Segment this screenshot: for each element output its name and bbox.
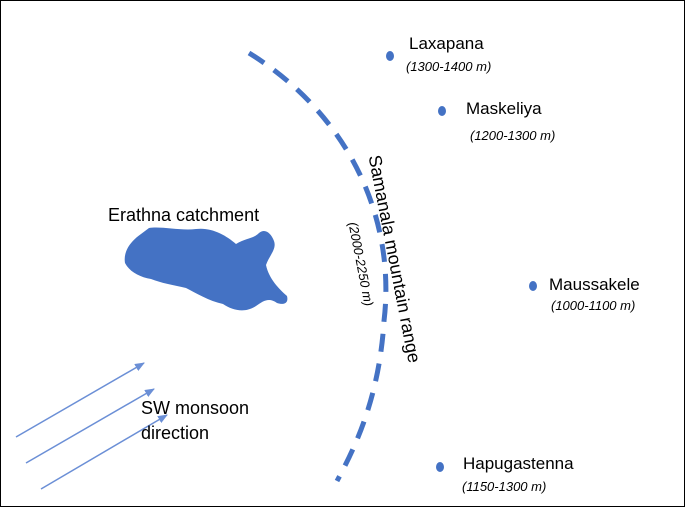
station-altitude-laxapana: (1300-1400 m) [406,59,492,74]
mountain-range-line [247,50,389,483]
station-altitude-maskeliya: (1200-1300 m) [470,128,556,143]
station-name-hapugastenna: Hapugastenna [463,454,574,473]
station-name-laxapana: Laxapana [409,34,484,53]
monsoon-label: SW monsoon direction [141,396,249,446]
station-altitude-hapugastenna: (1150-1300 m) [462,479,547,494]
station-marker-hapugastenna [436,462,444,472]
station-name-maussakele: Maussakele [549,275,640,294]
station-marker-maussakele [529,281,537,291]
monsoon-arrow [15,362,145,438]
monsoon-label-line1: SW monsoon [141,398,250,418]
station-marker-laxapana [386,51,394,61]
station-marker-maskeliya [438,106,446,116]
monsoon-arrow [25,388,155,464]
station-name-maskeliya: Maskeliya [466,99,542,118]
station-altitude-maussakele: (1000-1100 m) [551,298,636,313]
monsoon-arrow [40,414,168,490]
catchment-label: Erathna catchment [108,205,260,225]
monsoon-label-line2: direction [141,423,210,443]
catchment-shape [124,227,288,311]
